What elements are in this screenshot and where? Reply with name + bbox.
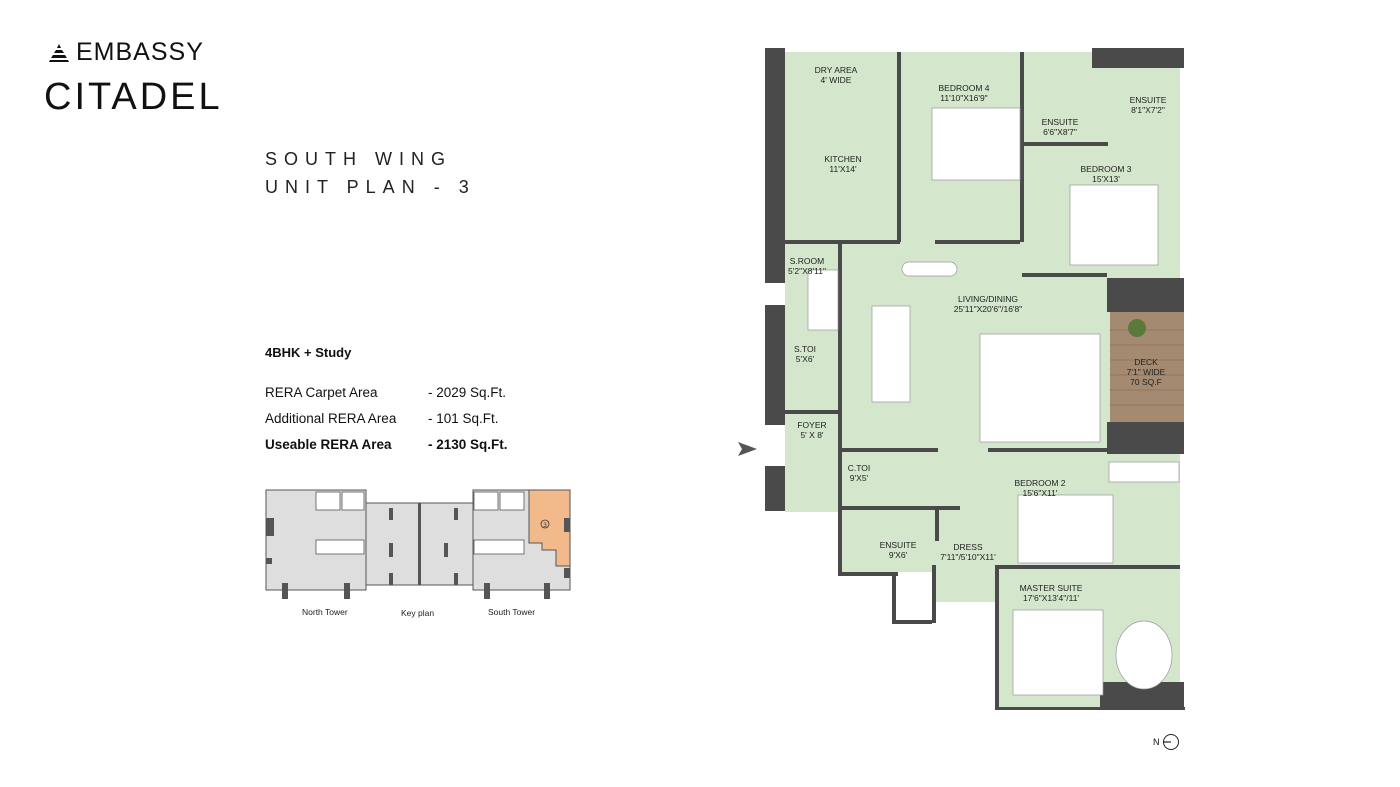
key-plan-label: Key plan bbox=[401, 608, 435, 618]
area-row-total: Useable RERA Area - 2130 Sq.Ft. bbox=[265, 432, 508, 458]
area-value: - 101 Sq.Ft. bbox=[428, 411, 499, 426]
project-name: CITADEL bbox=[44, 76, 223, 118]
north-tower-label: North Tower bbox=[302, 607, 348, 617]
plan-title: SOUTH WING UNIT PLAN - 3 bbox=[265, 145, 476, 201]
area-value: - 2029 Sq.Ft. bbox=[428, 385, 507, 400]
north-compass: N bbox=[1153, 733, 1180, 751]
entry-arrow-icon bbox=[738, 442, 757, 456]
south-tower-label: South Tower bbox=[488, 607, 536, 617]
unit-type: 4BHK + Study bbox=[265, 345, 352, 360]
area-row: RERA Carpet Area - 2029 Sq.Ft. bbox=[265, 380, 508, 406]
area-value: - 2130 Sq.Ft. bbox=[428, 437, 508, 452]
north-compass-icon bbox=[1162, 734, 1179, 750]
unit-plan-title: UNIT PLAN - 3 bbox=[265, 177, 476, 197]
wing-title: SOUTH WING bbox=[265, 149, 452, 169]
key-plan: 3 North Tower Key plan South Tower bbox=[264, 488, 572, 618]
area-label: RERA Carpet Area bbox=[265, 385, 378, 400]
svg-text:3: 3 bbox=[543, 523, 547, 529]
area-table: RERA Carpet Area - 2029 Sq.Ft. Additiona… bbox=[265, 380, 508, 458]
floor-plan-drawing bbox=[765, 48, 1185, 710]
stepped-pyramid-icon bbox=[49, 43, 69, 62]
key-plan-drawing: 3 bbox=[265, 489, 571, 599]
company-name: EMBASSY bbox=[76, 38, 204, 66]
compass-label: N bbox=[1153, 737, 1160, 747]
area-label: Useable RERA Area bbox=[265, 437, 392, 452]
brand-company: EMBASSY bbox=[48, 38, 204, 67]
area-row: Additional RERA Area - 101 Sq.Ft. bbox=[265, 406, 508, 432]
area-label: Additional RERA Area bbox=[265, 411, 397, 426]
